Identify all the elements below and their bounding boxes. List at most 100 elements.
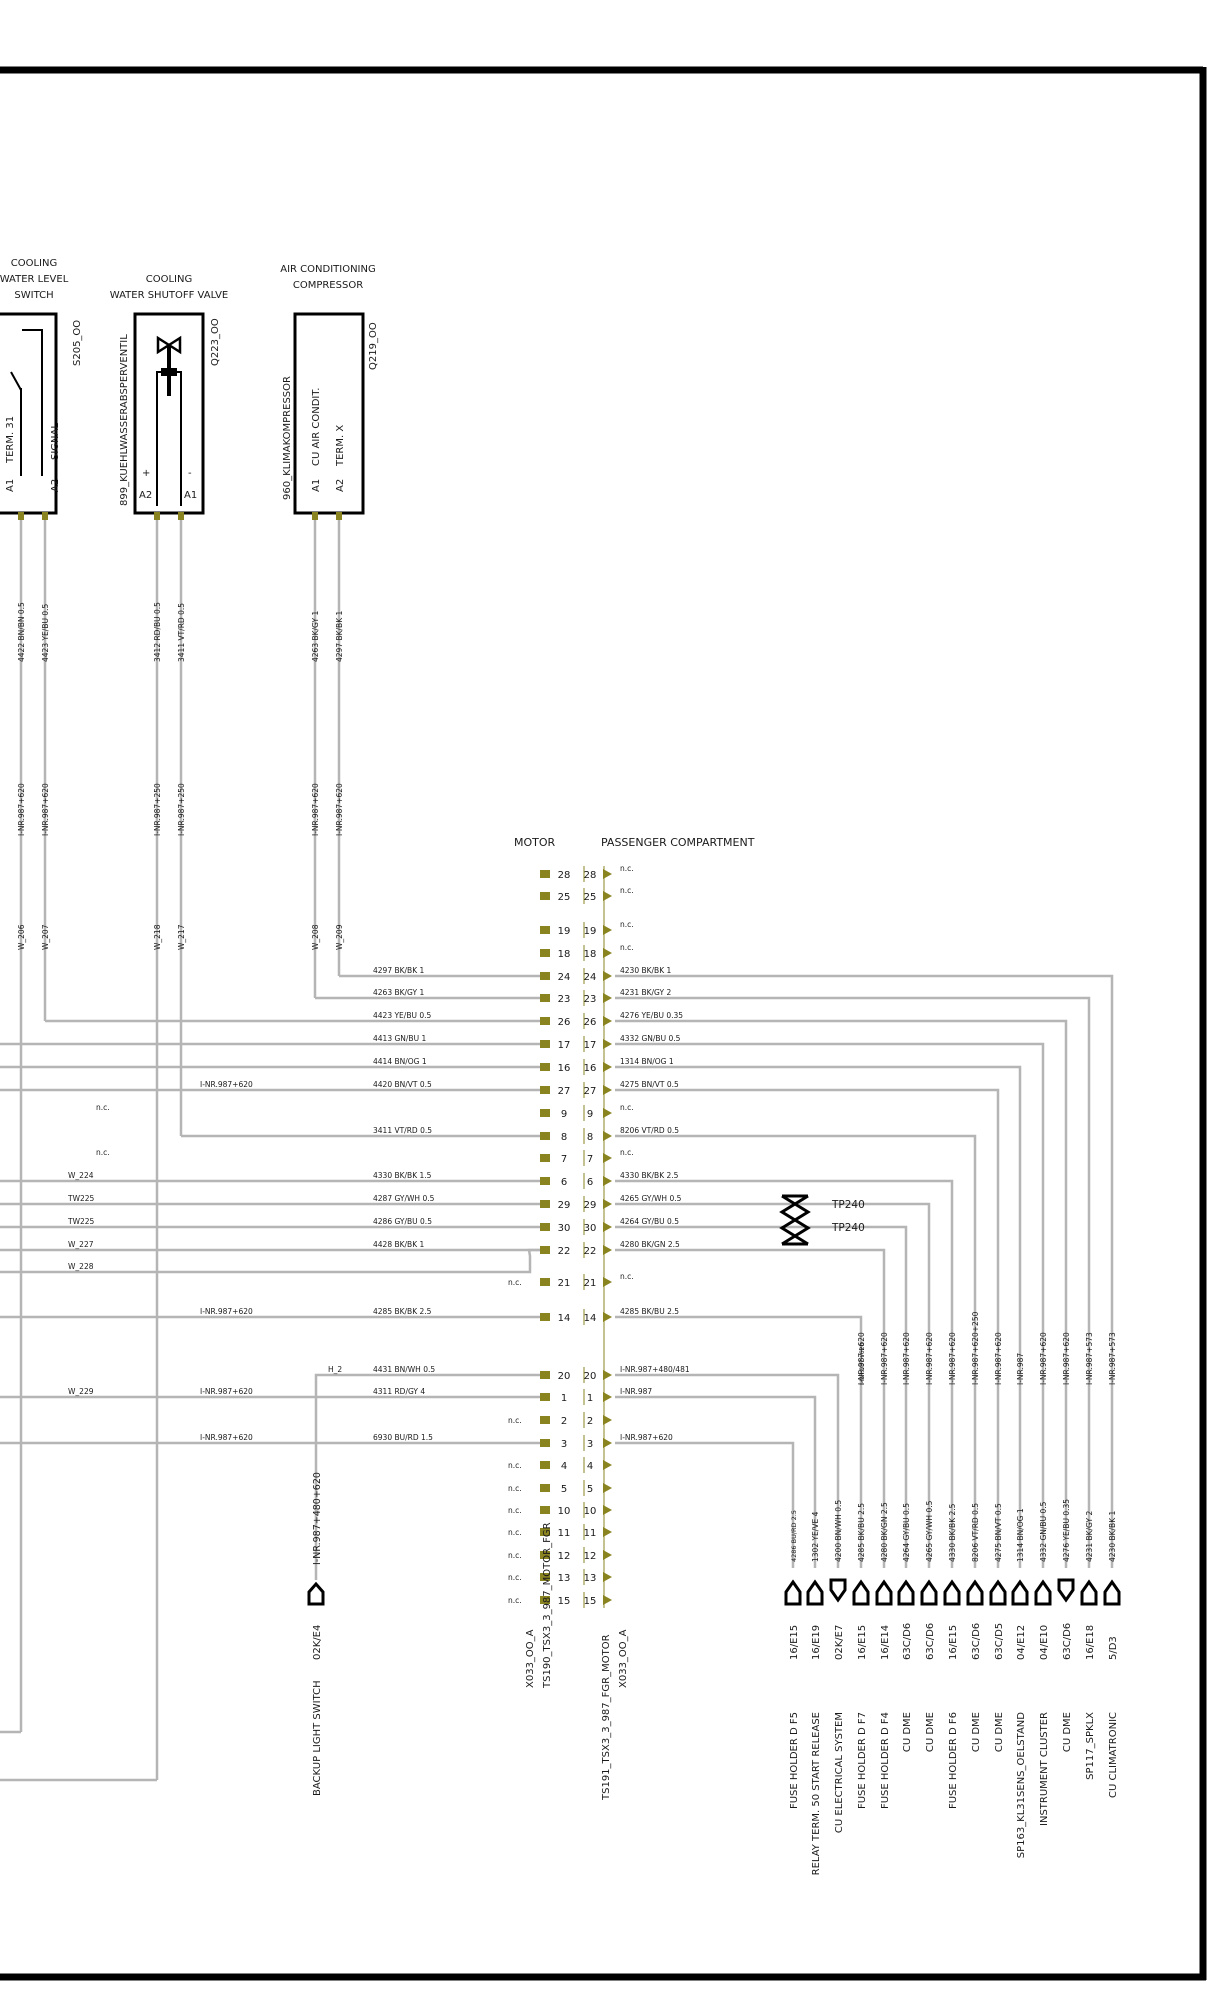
- pin-right: [603, 1222, 612, 1232]
- wire-right: [615, 1134, 977, 1568]
- wire-label-left: 4414 BN/OG 1: [373, 1057, 427, 1066]
- nc-label: n.c.: [508, 1596, 522, 1605]
- pin-number-right: 1: [587, 1393, 593, 1404]
- nc-label: n.c.: [508, 1416, 522, 1425]
- pin-number-left: 17: [558, 1040, 571, 1051]
- wire-right: [615, 1441, 795, 1568]
- pin-right: [603, 1245, 612, 1255]
- bottom-wire-label: 4332 GN/BU 0.5: [1039, 1501, 1048, 1562]
- svg-text:899_KUEHLWASSERABSPERVENTIL: 899_KUEHLWASSERABSPERVENTIL: [119, 334, 130, 506]
- terminal-icon: [897, 1579, 915, 1606]
- motor-label: MOTOR: [514, 836, 556, 849]
- bottom-ref: 16/E15: [789, 1625, 800, 1660]
- bottom-inr-label: I-NR.987+620: [902, 1332, 911, 1385]
- pin-right: [603, 1370, 612, 1380]
- bottom-inr-label: I-NR.987+620: [857, 1332, 866, 1385]
- pin-number-right: 27: [584, 1086, 597, 1097]
- nc-label: n.c.: [508, 1573, 522, 1582]
- svg-text:02K/E4: 02K/E4: [312, 1625, 323, 1660]
- bottom-inr-label: I-NR.987+573: [1085, 1332, 1094, 1385]
- bottom-wire-label: 4275 BN/VT 0.5: [994, 1503, 1003, 1562]
- pin-stub: [312, 512, 318, 520]
- pin-number-left: 6: [561, 1177, 567, 1188]
- pin-number-left: 29: [558, 1200, 571, 1211]
- wire-label: 3412 RD/BU 0.5: [153, 602, 162, 662]
- terminal-icon: [966, 1579, 984, 1606]
- pin-left: [540, 1484, 550, 1492]
- svg-text:COMPRESSOR: COMPRESSOR: [293, 280, 363, 291]
- pin-number-right: 4: [587, 1461, 593, 1472]
- bottom-wire-label: 1314 BN/OG 1: [1016, 1508, 1025, 1562]
- pin-right: [603, 1550, 612, 1560]
- bottom-inr-label: I-NR.987+620+250: [971, 1311, 980, 1385]
- bottom-name: FUSE HOLDER D F4: [880, 1712, 891, 1809]
- pin-left: [540, 1278, 550, 1286]
- pin-right: [603, 925, 612, 935]
- bottom-name: FUSE HOLDER D F7: [857, 1712, 868, 1809]
- wire-label-left: 4297 BK/BK 1: [373, 966, 425, 975]
- terminal-icon: [1057, 1578, 1075, 1603]
- pin-left: [540, 1040, 550, 1048]
- pin-number-right: 24: [584, 972, 597, 983]
- wire-inr-label: I-NR.987+620: [335, 783, 344, 836]
- cooling-water-level-switch: A1 TERM. 31 A2 SIGNAL S205_OO: [0, 312, 83, 515]
- pin-right: [603, 1131, 612, 1141]
- nc-label: n.c.: [508, 1484, 522, 1493]
- pin-stub: [18, 512, 24, 520]
- wire-label-right: 4280 BK/GN 2.5: [620, 1240, 680, 1249]
- pin-right: [603, 1392, 612, 1402]
- tp240-label-b: TP240: [831, 1222, 865, 1234]
- pin-number-left: 5: [561, 1484, 567, 1495]
- svg-text:X033_OO_A: X033_OO_A: [618, 1629, 629, 1688]
- pin-number-right: 5: [587, 1484, 593, 1495]
- pin-number-left: 19: [558, 926, 571, 937]
- pin-right: [603, 993, 612, 1003]
- svg-text:SIGNAL: SIGNAL: [50, 423, 61, 460]
- far-inr-label: I-NR.987+620: [200, 1080, 253, 1089]
- bottom-name: INSTRUMENT CLUSTER: [1039, 1712, 1050, 1826]
- pin-number-left: 12: [558, 1551, 571, 1562]
- left-annotation: W_228: [68, 1262, 94, 1271]
- pin-number-left: 28: [558, 870, 571, 881]
- far-inr-label: I-NR.987+620: [200, 1433, 253, 1442]
- wire-label: 4423 YE/BU 0.5: [41, 604, 50, 662]
- svg-text:CU AIR CONDIT.: CU AIR CONDIT.: [311, 388, 322, 466]
- pin-right: [603, 1438, 612, 1448]
- pin-number-right: 30: [584, 1223, 597, 1234]
- wire-label-left: 4428 BK/BK 1: [373, 1240, 425, 1249]
- pin-number-right: 21: [584, 1278, 597, 1289]
- wire-label-right: 4264 GY/BU 0.5: [620, 1217, 679, 1226]
- terminal-icon: [829, 1578, 847, 1603]
- pin-number-left: 20: [558, 1371, 571, 1382]
- bottom-inr-label: I-NR.987+620: [880, 1332, 889, 1385]
- wire-label-left: 4285 BK/BK 2.5: [373, 1307, 432, 1316]
- wire-label-right: I-NR.987+620: [620, 1433, 673, 1442]
- pin-left: [540, 1528, 550, 1536]
- svg-text:WATER SHUTOFF VALVE: WATER SHUTOFF VALVE: [110, 290, 228, 301]
- pin-right: [603, 869, 612, 879]
- svg-text:TERM. 31: TERM. 31: [5, 416, 16, 464]
- bottom-name: CU DME: [1062, 1712, 1073, 1752]
- pin-number-left: 9: [561, 1109, 567, 1120]
- bottom-wire-label: 4264 GY/BU 0.5: [902, 1503, 911, 1562]
- bottom-wire-label: 8206 VT/RD 0.5: [971, 1503, 980, 1562]
- wire-inr-label: I-NR.987+250: [177, 783, 186, 836]
- wire-label-right: I-NR.987: [620, 1387, 652, 1396]
- pin-right: [603, 1062, 612, 1072]
- pin-stub: [154, 512, 160, 520]
- pin-number-right: 10: [584, 1506, 597, 1517]
- pin-number-right: 25: [584, 892, 597, 903]
- pin-right: [603, 1199, 612, 1209]
- pin-left: [540, 1017, 550, 1025]
- pin-number-right: 8: [587, 1132, 593, 1143]
- wire-number: W_217: [177, 924, 186, 950]
- left-annotation: W_224: [68, 1171, 94, 1180]
- wire-label-right: 4265 GY/WH 0.5: [620, 1194, 682, 1203]
- pin-stub: [178, 512, 184, 520]
- terminal-icon: [852, 1579, 870, 1606]
- terminal-icon: [806, 1579, 824, 1606]
- bottom-ref: 16/E15: [948, 1625, 959, 1660]
- bottom-wire-label: 4200 BN/WH 0.5: [834, 1500, 843, 1562]
- bottom-ref: 04/E12: [1016, 1625, 1027, 1660]
